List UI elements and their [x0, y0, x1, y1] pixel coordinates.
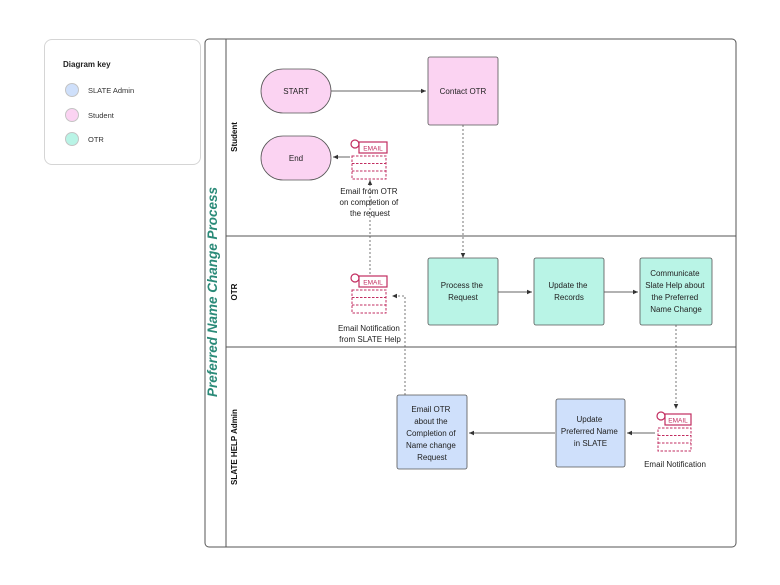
email-icon-label: EMAIL [363, 280, 383, 287]
arrow-email-otr-to-notification [392, 293, 406, 395]
email-otr-line-1: Email OTR [411, 405, 450, 414]
update-records-label: Update the Records [548, 281, 589, 302]
email-icon: EMAIL [656, 411, 692, 452]
diagram-title: Preferred Name Change Process [205, 186, 220, 397]
update-records-node [533, 257, 605, 326]
update-preferred-name-label: Update Preferred Name in SLATE [561, 415, 620, 448]
communicate-slate-help-node [639, 257, 713, 326]
key-label-otr: OTR [88, 134, 104, 144]
start-node [260, 68, 332, 114]
contact-otr-label: Contact OTR [440, 87, 487, 96]
process-request-line-2: Request [448, 293, 479, 302]
update-name-line-3: in SLATE [574, 439, 607, 448]
key-item-slate-admin: SLATE Admin [65, 82, 134, 98]
key-label-student: Student [88, 110, 114, 120]
update-preferred-name-node [555, 398, 626, 468]
email-notification-caption: Email Notification [644, 460, 706, 469]
email-otr-line-2: about the [414, 417, 448, 426]
email-icon: EMAIL [350, 273, 388, 314]
email-otr-line-5: Request [417, 453, 448, 462]
email-otr-line-4: Name change [406, 441, 456, 450]
lane-label-student: Student [230, 122, 239, 152]
email-icon-label: EMAIL [668, 418, 688, 425]
communicate-line-2: Slate Help about [645, 281, 705, 290]
communicate-slate-help-label: Communicate Slate Help about the Preferr… [645, 269, 706, 314]
communicate-line-4: Name Change [650, 305, 702, 314]
email-from-otr-line-2: on completion of [340, 198, 399, 207]
email-otr-completion-label: Email OTR about the Completion of Name c… [406, 405, 458, 462]
process-request-line-1: Process the [441, 281, 484, 290]
email-otr-line-3: Completion of [406, 429, 456, 438]
process-request-label: Process the Request [441, 281, 485, 302]
email-from-otr-line-1: Email from OTR [340, 187, 398, 196]
email-icon: EMAIL [350, 139, 388, 180]
start-node-label: START [283, 87, 309, 96]
email-from-slate-line-1: Email Notification [338, 324, 400, 333]
end-node-label: End [289, 154, 303, 163]
diagram-key-title: Diagram key [63, 60, 111, 69]
update-name-line-1: Update [576, 415, 602, 424]
end-node [260, 135, 332, 181]
update-records-line-2: Records [554, 293, 584, 302]
key-item-student: Student [65, 107, 114, 123]
key-swatch-student [65, 108, 79, 122]
lane-label-slate-help-admin: SLATE HELP Admin [230, 409, 239, 485]
email-from-otr-caption: Email from OTR on completion of the requ… [340, 187, 401, 218]
contact-otr-node [427, 56, 499, 126]
process-request-node [427, 257, 499, 326]
email-from-slate-caption: Email Notification from SLATE Help [338, 324, 402, 344]
update-name-line-2: Preferred Name [561, 427, 618, 436]
communicate-line-1: Communicate [650, 269, 700, 278]
lane-label-otr: OTR [230, 283, 239, 300]
update-records-line-1: Update the [548, 281, 588, 290]
email-icon-label: EMAIL [363, 146, 383, 153]
email-from-otr-line-3: the request [350, 209, 391, 218]
communicate-line-3: the Preferred [652, 293, 699, 302]
email-otr-completion-node [396, 394, 468, 470]
key-swatch-otr [65, 132, 79, 146]
key-label-slate-admin: SLATE Admin [88, 85, 135, 95]
key-item-otr: OTR [65, 131, 104, 147]
diagram-key: Diagram key SLATE Admin Student OTR [44, 39, 201, 165]
email-from-slate-line-2: from SLATE Help [339, 335, 401, 344]
key-swatch-slate-admin [65, 83, 79, 97]
